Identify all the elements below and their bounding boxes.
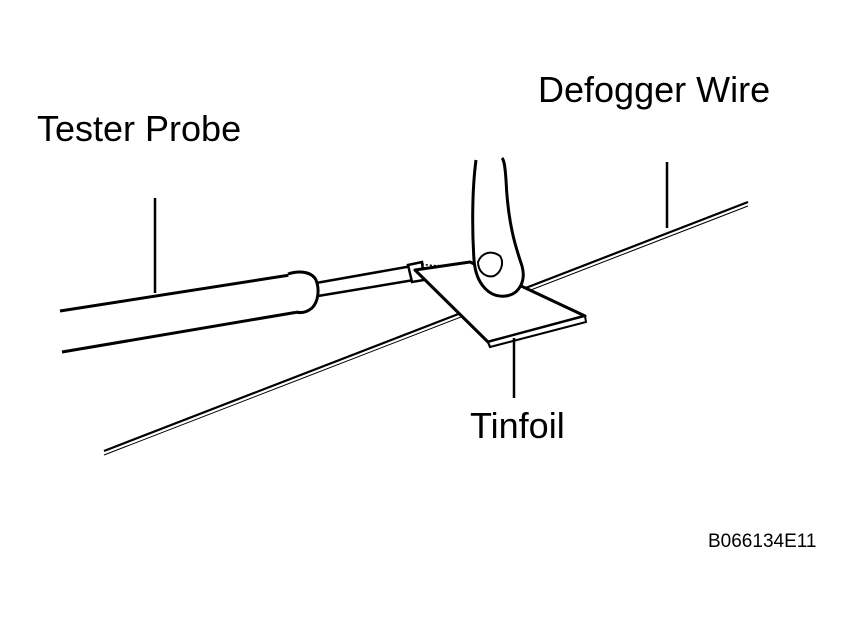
- tinfoil-label: Tinfoil: [470, 405, 565, 446]
- defogger-wire-label: Defogger Wire: [538, 69, 771, 110]
- tester-probe-label: Tester Probe: [37, 108, 242, 149]
- defogger-wire: [103, 200, 749, 456]
- tester-probe-icon: [59, 260, 426, 354]
- finger-pressing-icon: [471, 156, 525, 298]
- tinfoil-sheet-icon: [413, 260, 588, 349]
- figure-code: B066134E11: [708, 531, 817, 552]
